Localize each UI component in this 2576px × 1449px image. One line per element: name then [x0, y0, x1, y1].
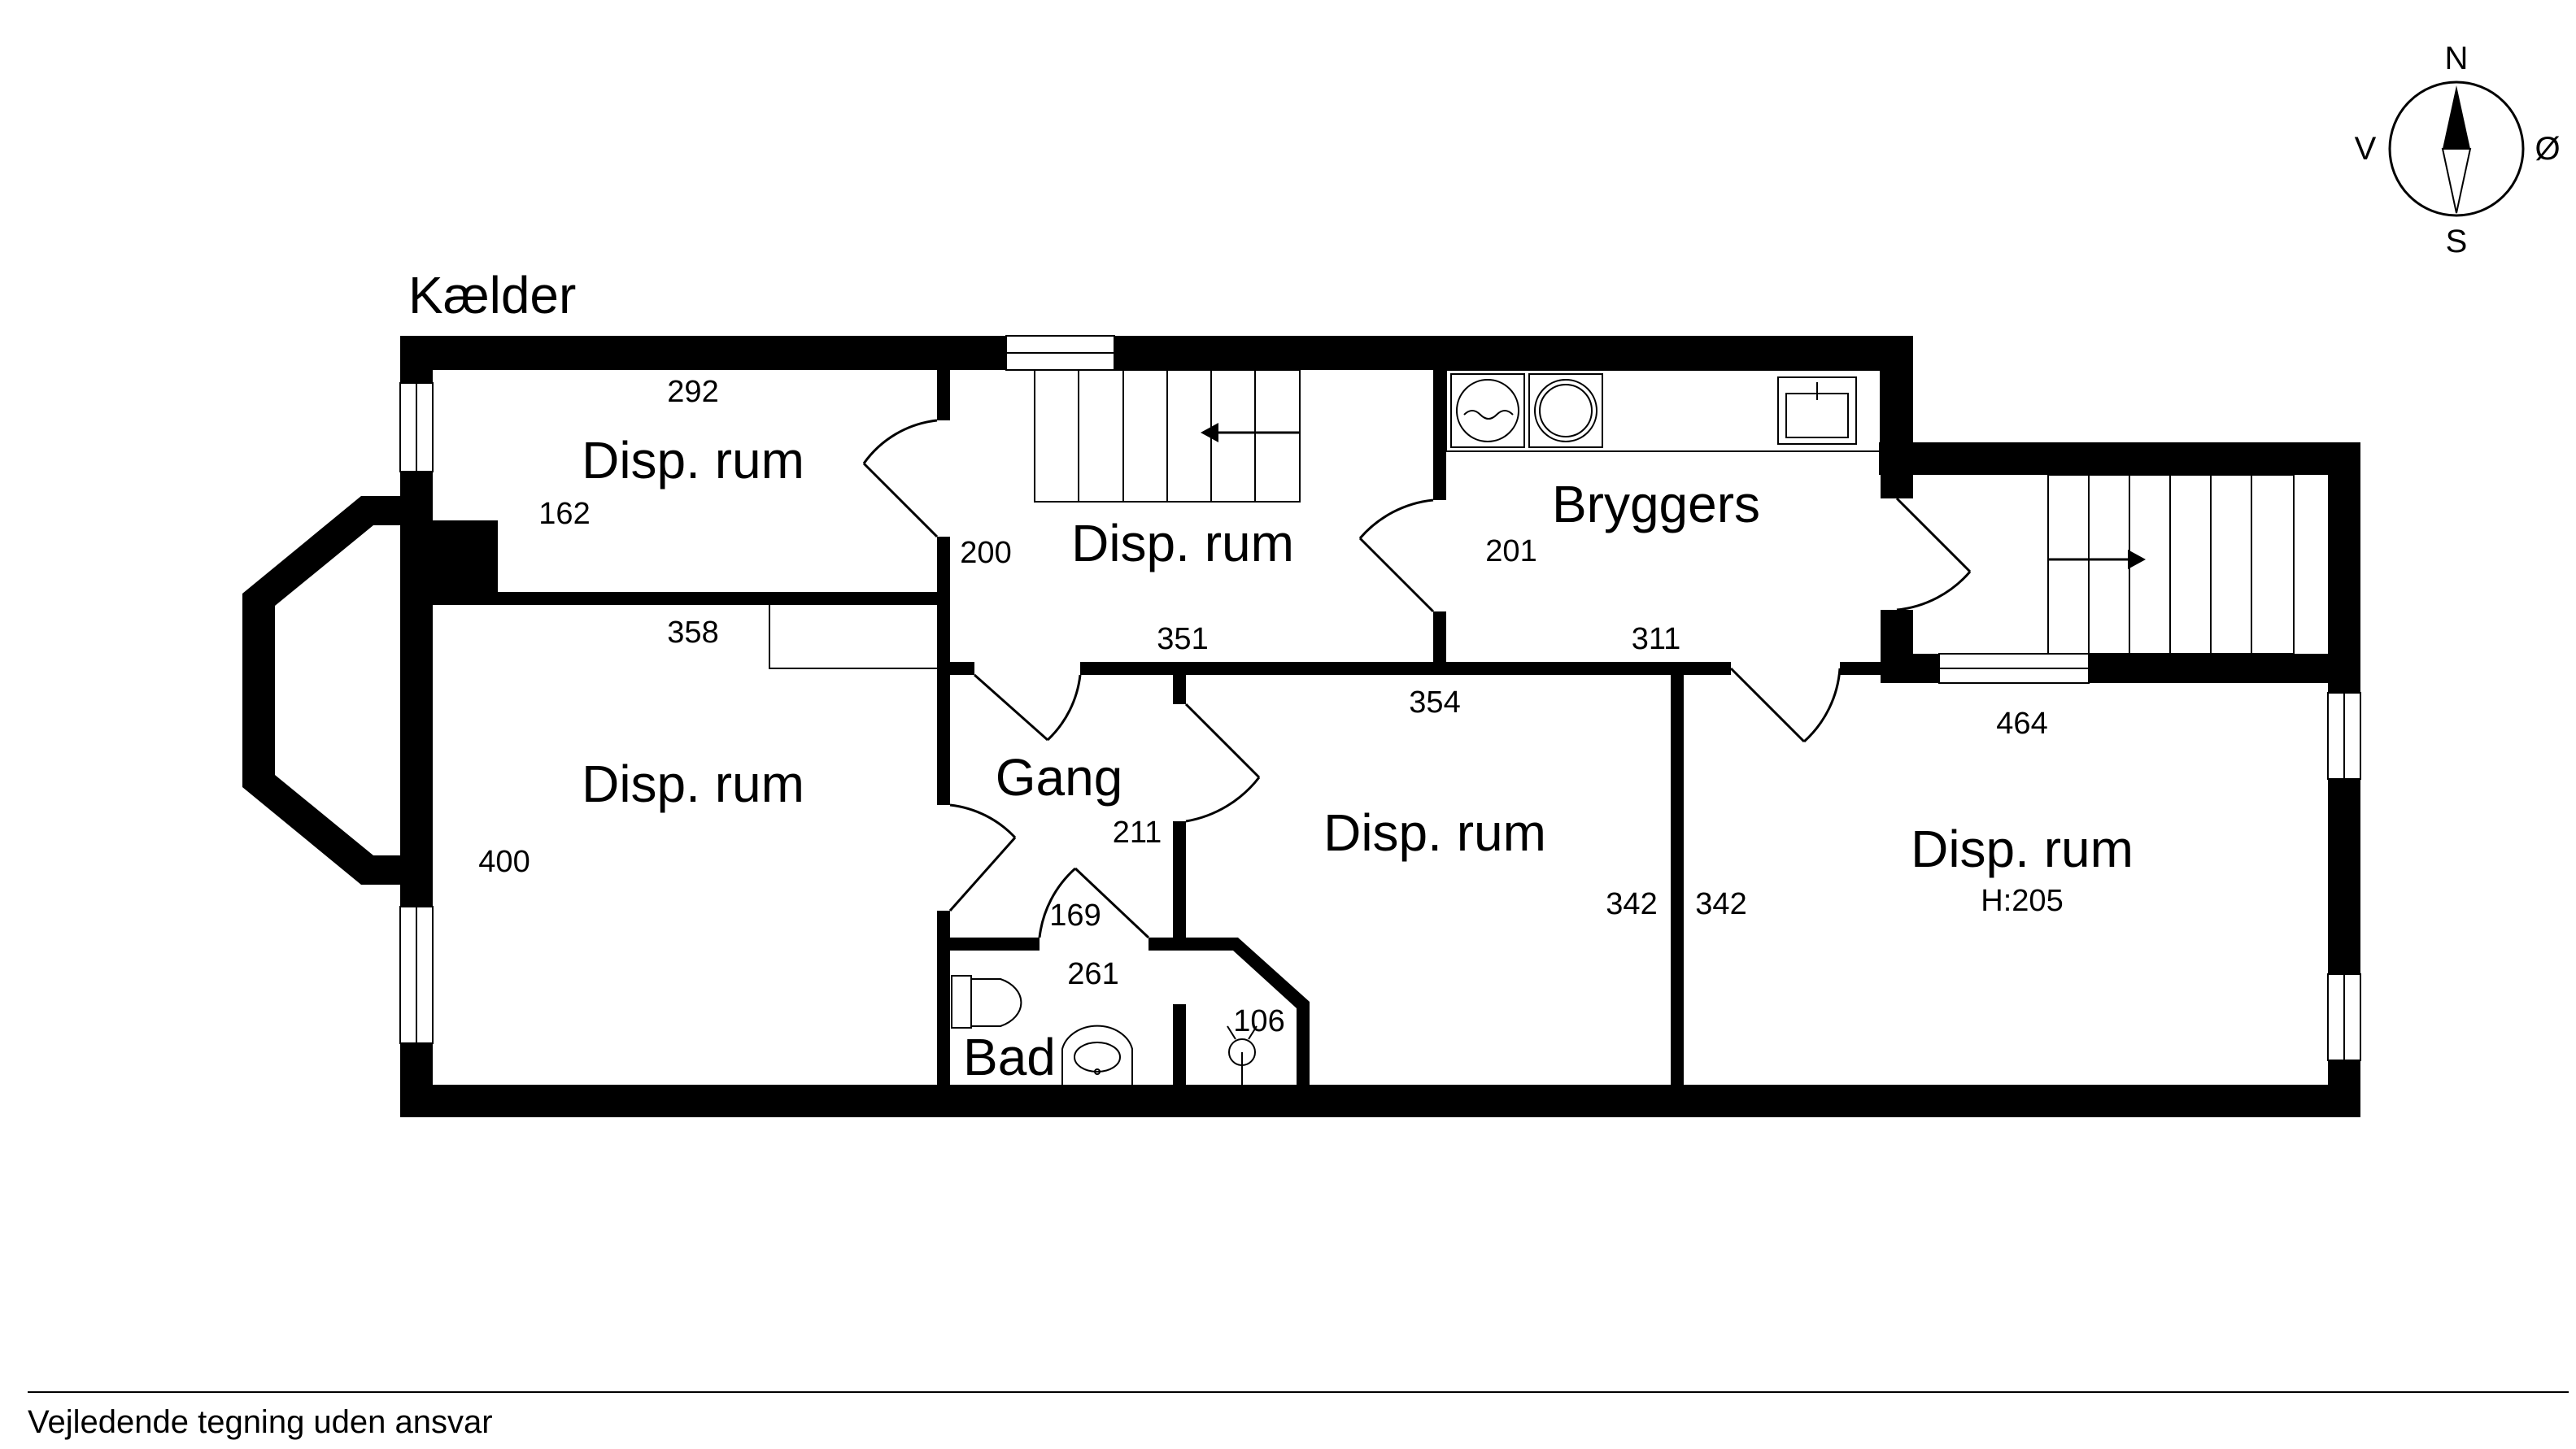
- wall-top-left: [400, 336, 1006, 370]
- dim-label: 464: [1996, 707, 2047, 741]
- room-label-disp-stair: Disp. rum: [1071, 514, 1294, 572]
- dimension-labels: 292 162 358 400 200 351 201 311 354 211 …: [478, 375, 2047, 1038]
- dim-label: 311: [1632, 622, 1681, 656]
- room-label-disp-large-left: Disp. rum: [582, 755, 804, 813]
- door-gang-right[interactable]: [1184, 703, 1261, 823]
- room-label-bryggers: Bryggers: [1552, 475, 1760, 533]
- dim-label: 162: [538, 497, 590, 531]
- room-label-disp-right: Disp. rum: [1911, 820, 2134, 878]
- door-bryggers-right[interactable]: [1895, 497, 1972, 611]
- compass-west-label: V: [2355, 131, 2377, 167]
- room-label-disp-middle: Disp. rum: [1323, 803, 1546, 862]
- dim-label: 201: [1485, 534, 1536, 568]
- door-bryggers-left[interactable]: [1358, 498, 1435, 613]
- wall-interior-v2-low: [1433, 611, 1446, 662]
- wall-top-right: [1114, 336, 1913, 370]
- dim-label: 400: [478, 845, 530, 879]
- wall-interior-v2-top: [1433, 370, 1446, 500]
- sink-icon: [1061, 1025, 1133, 1085]
- dim-label: 261: [1067, 957, 1118, 991]
- wall-stair-bottom-b: [2089, 654, 2360, 683]
- wall-interior-v4: [1671, 675, 1684, 1085]
- compass-north-needle: [2443, 85, 2470, 149]
- stair-right: [2047, 474, 2295, 655]
- compass: N S V Ø: [2355, 41, 2561, 259]
- dim-label: 211: [1113, 816, 1162, 850]
- door-disp-right[interactable]: [1729, 667, 1842, 743]
- room-label-bad: Bad: [963, 1028, 1056, 1086]
- dim-label: 106: [1233, 1004, 1284, 1038]
- walls: [242, 336, 2360, 1117]
- utility-sink-icon: [1777, 376, 1857, 445]
- stair-left: [1034, 369, 1301, 503]
- wall-interior-h2b: [1080, 662, 1731, 675]
- wall-interior-v1-low: [937, 911, 950, 1085]
- wall-right-middle: [2328, 779, 2360, 974]
- wall-top-far-right: [1879, 442, 2360, 475]
- wall-interior-v3-top: [1173, 675, 1186, 704]
- doors: [862, 419, 1972, 939]
- fixtures: [769, 369, 1881, 1085]
- wall-bad-top-a: [950, 938, 1040, 951]
- dim-label: 292: [667, 375, 718, 409]
- dim-label: 342: [1695, 887, 1746, 921]
- dryer-icon: [1528, 373, 1603, 448]
- dim-label: 200: [960, 536, 1011, 570]
- wall-right-upper: [2328, 442, 2360, 693]
- stair-right-arrow-icon: [2128, 550, 2146, 569]
- door-disp-upper-left[interactable]: [862, 419, 939, 538]
- dim-label: 354: [1409, 685, 1460, 720]
- wall-interior-v1-top: [937, 370, 950, 420]
- room-label-disp-upper-left: Disp. rum: [582, 431, 804, 490]
- door-gang-left[interactable]: [948, 803, 1017, 912]
- wall-interior-h2c: [1840, 662, 1881, 675]
- compass-east-label: Ø: [2535, 131, 2560, 167]
- compass-south-label: S: [2446, 224, 2468, 259]
- door-bad[interactable]: [1038, 867, 1150, 939]
- wall-interior-v3-low: [1173, 821, 1186, 939]
- wall-bad-top-b: [1149, 938, 1238, 951]
- wall-bad-corner: [1233, 938, 1310, 1085]
- door-gang-top[interactable]: [974, 673, 1082, 742]
- chimney: [433, 520, 498, 598]
- bryggers-counter: [1445, 369, 1881, 452]
- wall-interior-h2a: [950, 662, 974, 675]
- wall-left-bottom: [400, 1043, 433, 1116]
- toilet-icon: [951, 975, 1022, 1029]
- stair-left-arrow-icon: [1201, 423, 1218, 442]
- dim-label: 358: [667, 616, 718, 650]
- floor-drain-icon: [1227, 1025, 1257, 1085]
- floor-title: Kælder: [408, 266, 576, 324]
- dim-label: 169: [1049, 899, 1101, 933]
- windows: [399, 335, 2361, 1061]
- compass-south-needle: [2441, 148, 2472, 214]
- dim-label: 342: [1606, 887, 1657, 921]
- wall-stair-bottom-a: [1881, 654, 1939, 683]
- washing-machine-icon: [1450, 373, 1525, 448]
- dim-label: 351: [1157, 622, 1208, 656]
- wall-bottom: [400, 1085, 2360, 1117]
- footer-disclaimer: Vejledende tegning uden ansvar: [28, 1404, 493, 1440]
- wall-interior-upper-left: [433, 592, 937, 605]
- wall-left-mid: [400, 472, 433, 907]
- wall-interior-v1-mid: [937, 537, 950, 805]
- room-label-gang: Gang: [996, 748, 1123, 807]
- room-labels: Disp. rum Disp. rum Bryggers Disp. rum G…: [582, 431, 2134, 1086]
- partition-line: [769, 605, 937, 669]
- wall-bay: [242, 496, 433, 885]
- wall-wc-divider: [1173, 1004, 1186, 1085]
- room-height-note: H:205: [1981, 884, 2063, 918]
- compass-north-label: N: [2445, 41, 2469, 76]
- wall-bryggers-right: [1881, 336, 1913, 498]
- wall-left-top: [400, 336, 433, 383]
